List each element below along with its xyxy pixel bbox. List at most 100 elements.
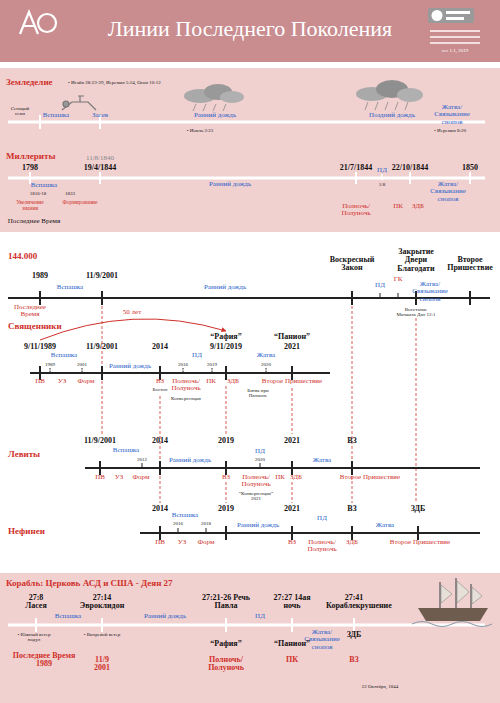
date-label: 27:8 Ласея xyxy=(19,594,53,611)
phase-label: Жатва xyxy=(376,522,394,529)
date-label: ВЗ xyxy=(347,505,357,513)
phase-label: ПД xyxy=(255,613,265,620)
event-label: Последнее Время xyxy=(10,304,50,319)
version-label: ver 1.1, 2019 xyxy=(442,48,468,53)
date-label: 2021 xyxy=(284,343,300,351)
nethinim-timeline xyxy=(140,526,480,540)
event-label: ВЗ xyxy=(222,474,230,481)
phase-label: Ранний дождь xyxy=(237,522,279,529)
note-label: 1/8 xyxy=(379,182,385,187)
note-label: Конвергенция xyxy=(171,396,201,401)
phase-label: Жатва xyxy=(313,457,331,464)
note-label: Битва при Панионе xyxy=(243,388,273,399)
event-label: ГК xyxy=(394,276,403,283)
date-label: 19/4/1844 xyxy=(84,164,116,172)
phase-label: Вспашка xyxy=(172,512,198,519)
event-label: ЗДБ xyxy=(227,378,239,385)
note-label: 2001 xyxy=(77,362,87,367)
note-label: Последнее Время xyxy=(8,218,61,225)
note-label: 22 Октября, 1844 xyxy=(362,684,399,689)
phase-label: Ранний дождь xyxy=(209,181,251,188)
event-label: ВЗ xyxy=(288,539,296,546)
line-heading: Земледелие xyxy=(6,78,53,88)
note-label: 2012 xyxy=(137,457,147,462)
event-label: ПК xyxy=(286,656,298,664)
line-heading: Левиты xyxy=(8,450,40,459)
event-label: ВЗ xyxy=(349,656,359,664)
date-label: Закрытие Двери Благодати xyxy=(393,248,439,273)
diagram-title: Линии Последнего Поколения xyxy=(0,17,500,41)
date-label: 1989 xyxy=(32,272,48,280)
date-label: 2014 xyxy=(152,505,168,513)
note-label: 2016 xyxy=(178,362,188,367)
phase-label: Вспашка xyxy=(43,112,69,119)
line-heading: Корабль: Церковь АСД и США - Деян 27 xyxy=(6,579,173,589)
date-label: 2014 xyxy=(152,437,168,445)
event-label: Полночь/ Полуночь xyxy=(305,539,339,554)
date-label: 2019 xyxy=(218,505,234,513)
date-label: ЗДБ xyxy=(347,631,362,639)
event-label: ЗДБ xyxy=(346,539,358,546)
rain-cloud xyxy=(184,84,244,111)
event-label: ВЗ xyxy=(156,378,164,385)
date-label: 2019 xyxy=(218,437,234,445)
note-label: 1833 xyxy=(65,191,75,196)
line-heading: 144.000 xyxy=(8,252,37,261)
phase-label: ПД xyxy=(377,167,387,174)
phase-label: Ранний дождь xyxy=(109,363,151,370)
event-label: Второе Пришествие xyxy=(262,378,322,385)
section-band: ЗемледелиеМиллериты xyxy=(0,68,500,232)
date-label: 2021 xyxy=(284,505,300,513)
phase-label: ПД xyxy=(255,448,265,455)
event-label: ПВ xyxy=(155,539,165,546)
event-label: ПК xyxy=(206,378,216,385)
date-label: ВЗ xyxy=(347,437,357,445)
date-label: 27:27 14ая ночь xyxy=(269,594,315,611)
license-badge xyxy=(428,8,480,44)
note-label: 1816-18 xyxy=(30,191,47,196)
event-label: ПК xyxy=(275,474,285,481)
note-label: 2016 xyxy=(173,521,183,526)
date-label: 1798 xyxy=(22,164,38,172)
note-label: • Южный ветер подул xyxy=(14,632,54,643)
ship-illustration xyxy=(412,578,492,627)
event-label: ПК xyxy=(393,203,403,210)
note-label: 1989 xyxy=(45,362,55,367)
rain-cloud xyxy=(356,80,423,110)
event-label: Второе Пришествие xyxy=(340,474,400,481)
event-label: Последнее Время 1989 xyxy=(4,652,84,669)
event-label: Форм xyxy=(133,474,150,481)
date-label: 1850 xyxy=(462,164,478,172)
date-label: 27:21-26 Речь Павла xyxy=(201,594,251,611)
event-label: Полночь/ Полуночь xyxy=(336,203,376,218)
note-label: “Конвергенция” 2021 xyxy=(236,491,276,502)
logo-symbol xyxy=(20,12,56,34)
date-label: “Панион” xyxy=(274,640,310,648)
note-label: Сеющий семя xyxy=(9,106,31,117)
section-band: Корабль: Церковь АСД и США - Деян 27 xyxy=(0,573,500,703)
note-label: • Исайя 28:23-29, Иеремия 5:24, Осия 10:… xyxy=(68,80,161,85)
date-label: 2021 xyxy=(284,437,300,445)
note-label: 2020 xyxy=(261,362,271,367)
event-label: Увеличение знания xyxy=(12,200,48,212)
phase-label: Вспашка xyxy=(57,284,83,291)
phase-label: Ранний дождь xyxy=(169,457,211,464)
levites-timeline xyxy=(85,461,480,475)
phase-label: ПД xyxy=(192,352,202,359)
event-label: УЗ xyxy=(58,378,66,385)
date-label: 27:14 Эвроклидон xyxy=(72,594,132,611)
note-label: • Иеремия 8:20 xyxy=(434,128,466,133)
phase-label: Жатва xyxy=(257,352,275,359)
date-label: ЗДБ xyxy=(411,505,426,513)
event-label: ЗДБ xyxy=(290,474,302,481)
date-label: 11/9/2001 xyxy=(86,272,118,280)
event-label: Формирование xyxy=(63,200,98,206)
event-label: Второе Пришествие xyxy=(390,539,450,546)
note-label: 2019 xyxy=(207,362,217,367)
event-label: Полночь/ Полуночь xyxy=(201,656,251,673)
event-label: Форм xyxy=(78,378,95,385)
event-label: УЗ xyxy=(178,539,186,546)
event-label: ПВ xyxy=(35,378,45,385)
date-label: 11/8/1840 xyxy=(86,155,114,162)
note-label: 2020 xyxy=(255,457,265,462)
